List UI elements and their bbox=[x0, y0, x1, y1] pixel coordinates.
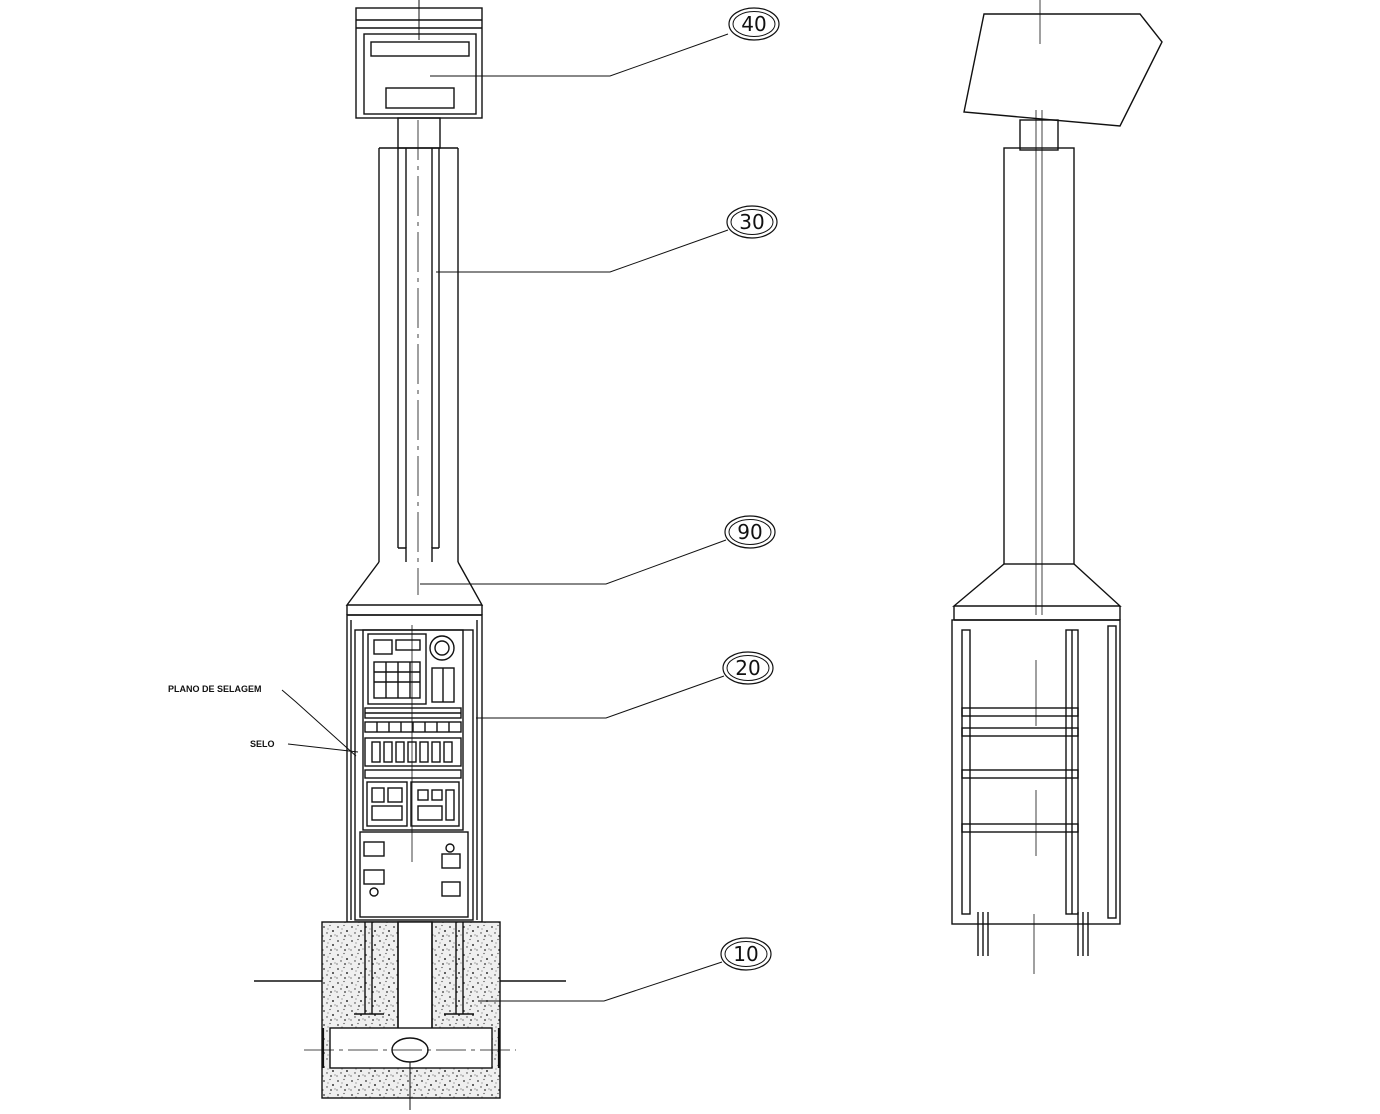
callout-90-label: 90 bbox=[737, 520, 762, 544]
note-selo: SELO bbox=[250, 739, 275, 749]
front-view bbox=[254, 0, 566, 1110]
callout-30: 30 bbox=[726, 205, 778, 239]
side-view bbox=[951, 0, 1163, 974]
callout-90: 90 bbox=[724, 515, 776, 549]
leader-selo bbox=[287, 743, 359, 753]
callout-30-label: 30 bbox=[739, 210, 764, 234]
transition-front bbox=[345, 547, 484, 616]
leader-plano bbox=[281, 689, 357, 757]
leader-20 bbox=[476, 675, 725, 719]
display-head-side bbox=[963, 13, 1163, 127]
callout-40-label: 40 bbox=[741, 12, 766, 36]
transition-side bbox=[952, 563, 1122, 607]
foundation-front bbox=[254, 921, 566, 1110]
cabinet-side bbox=[951, 619, 1121, 974]
cabinet-front bbox=[346, 614, 483, 923]
leader-10 bbox=[478, 961, 723, 1002]
callout-20: 20 bbox=[722, 651, 774, 685]
column-front bbox=[378, 120, 459, 595]
leader-90 bbox=[420, 539, 727, 585]
callout-10-label: 10 bbox=[733, 942, 758, 966]
callout-10: 10 bbox=[720, 937, 772, 971]
leader-40 bbox=[430, 33, 729, 77]
note-plano-de-selagem: PLANO DE SELAGEM bbox=[168, 684, 262, 694]
callout-40: 40 bbox=[728, 7, 780, 41]
display-head-front bbox=[355, 0, 483, 119]
leader-30 bbox=[436, 229, 729, 273]
callout-20-label: 20 bbox=[735, 656, 760, 680]
column-side bbox=[1003, 110, 1075, 615]
